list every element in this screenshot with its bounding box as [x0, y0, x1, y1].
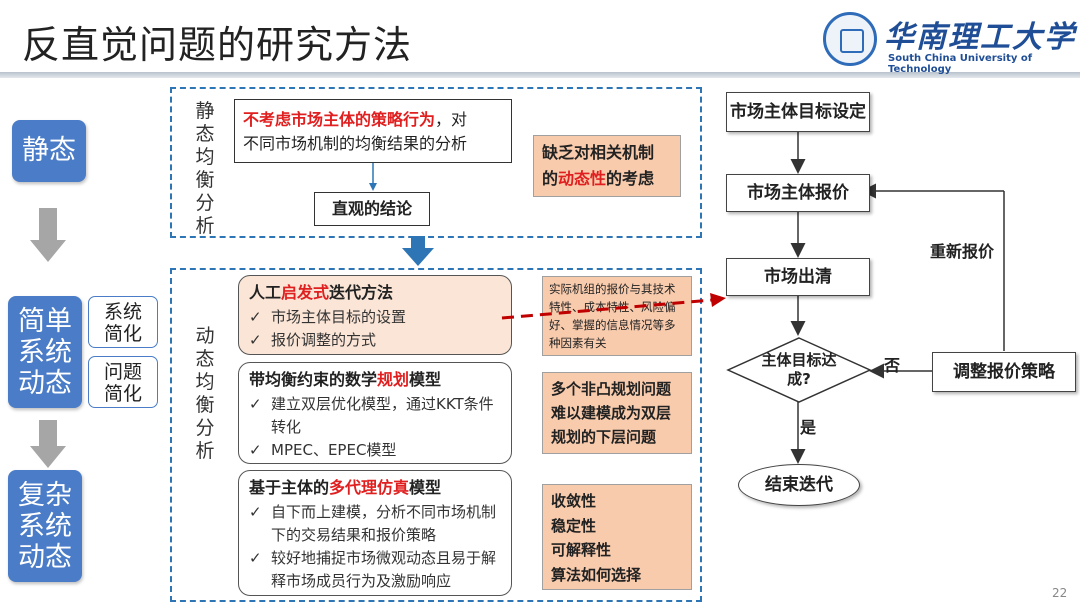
dynamics-note-box: 缺乏对相关机制 的动态性的考虑: [533, 135, 681, 197]
arrow-down-icon: [402, 236, 434, 266]
heuristic-item: ✓ 报价调整的方式: [249, 329, 501, 352]
conclusion-box: 直观的结论: [314, 192, 430, 226]
math-programming-box: 带均衡约束的数学规划模型 ✓ 建立双层优化模型，通过KKT条件转化 ✓ MPEC、E…: [238, 362, 512, 464]
complex-dynamic-text: 复杂系统动态: [18, 480, 72, 573]
dynamics-note-highlight: 动态性: [558, 169, 607, 188]
dynamics-note-a: 的: [542, 169, 559, 188]
math-title-b: 模型: [409, 370, 442, 389]
agent-item-text: 自下而上建模，分析不同市场机制下的交易结果和报价策略: [271, 503, 497, 544]
math-title-highlight: 规划: [377, 370, 410, 389]
agent-title-b: 模型: [409, 478, 442, 497]
system-simplify-box: 系统简化: [88, 296, 158, 348]
check-icon: ✓: [249, 395, 262, 413]
university-seal-icon: [823, 12, 877, 66]
math-item-text: MPEC、EPEC模型: [271, 441, 397, 459]
dynamics-note-b: 的考虑: [606, 169, 655, 188]
flow-rebid-label: 重新报价: [930, 242, 995, 261]
no-strategy-text-b: 不同市场机制的均衡结果的分析: [243, 134, 468, 153]
nonconvex-note: 多个非凸规划问题难以建模成为双层规划的下层问题: [542, 372, 692, 454]
issue-item: 算法如何选择: [551, 565, 642, 584]
heuristic-item-text: 市场主体目标的设置: [271, 308, 407, 326]
math-item: ✓ MPEC、EPEC模型: [249, 439, 501, 462]
math-item-text: 建立双层优化模型，通过KKT条件转化: [271, 395, 494, 436]
dynamic-analysis-section: [170, 268, 702, 602]
heuristic-title-highlight: 启发式: [281, 283, 330, 302]
agent-item: ✓ 自下而上建模，分析不同市场机制下的交易结果和报价策略: [249, 501, 501, 547]
algorithm-issues-note: 收敛性 稳定性 可解释性 算法如何选择: [542, 484, 692, 590]
flow-adjust-bid: 调整报价策略: [932, 352, 1076, 392]
flow-market-clearing: 市场出清: [726, 258, 870, 296]
issue-item: 稳定性: [551, 516, 597, 535]
problem-simplify-box: 问题简化: [88, 356, 158, 408]
heuristic-title: 人工启发式迭代方法: [249, 280, 501, 306]
math-programming-title: 带均衡约束的数学规划模型: [249, 367, 501, 393]
issue-item: 可解释性: [551, 541, 612, 559]
university-name-cn: 华南理工大学: [884, 20, 1076, 55]
page-number: 22: [1052, 586, 1068, 600]
check-icon: ✓: [249, 331, 262, 349]
no-strategy-text-a: ，对: [435, 110, 468, 129]
flow-decision-text: 主体目标达成?: [761, 351, 837, 388]
agent-title-highlight: 多代理仿真: [329, 478, 410, 497]
multi-agent-title: 基于主体的多代理仿真模型: [249, 475, 501, 501]
arrow-down-icon: [30, 208, 66, 262]
flow-goal-setting: 市场主体目标设定: [726, 92, 870, 132]
problem-simplify-text: 问题简化: [103, 361, 142, 405]
static-label: 静态: [12, 120, 86, 182]
flow-bidding: 市场主体报价: [726, 174, 870, 212]
simple-dynamic-text: 简单系统动态: [18, 306, 72, 399]
university-name-en: South China University of Technology: [888, 53, 1033, 75]
red-dashed-arrow: [501, 293, 726, 320]
flow-end-iteration: 结束迭代: [738, 464, 860, 506]
heuristic-method-box: 人工启发式迭代方法 ✓ 市场主体目标的设置 ✓ 报价调整的方式: [238, 275, 512, 355]
static-analysis-section: [170, 87, 702, 238]
simple-dynamic-label: 简单系统动态: [8, 296, 82, 408]
page-title: 反直觉问题的研究方法: [22, 23, 413, 67]
math-title-a: 带均衡约束的数学: [249, 370, 378, 389]
issue-item: 收敛性: [551, 492, 597, 510]
complex-dynamic-label: 复杂系统动态: [8, 470, 82, 582]
check-icon: ✓: [249, 441, 262, 459]
check-icon: ✓: [249, 549, 262, 567]
static-analysis-label: 静态均衡分析: [195, 100, 215, 237]
no-strategy-highlight: 不考虑市场主体的策略行为: [243, 110, 436, 129]
heuristic-title-a: 人工: [249, 283, 282, 302]
agent-item-text: 较好地捕捉市场微观动态且易于解释市场成员行为及激励响应: [271, 549, 497, 590]
agent-title-a: 基于主体的: [249, 478, 330, 497]
heuristic-item: ✓ 市场主体目标的设置: [249, 306, 501, 329]
check-icon: ✓: [249, 503, 262, 521]
check-icon: ✓: [249, 308, 262, 326]
dynamic-analysis-label: 动态均衡分析: [195, 325, 215, 462]
arrow-down-icon: [369, 163, 377, 191]
dynamics-note-line1: 缺乏对相关机制: [542, 143, 655, 162]
system-simplify-text: 系统简化: [103, 301, 142, 345]
flow-yes-label: 是: [800, 418, 817, 437]
flow-decision-diamond: [726, 337, 872, 403]
heuristic-item-text: 报价调整的方式: [271, 331, 377, 349]
flow-no-label: 否: [884, 356, 901, 375]
math-item: ✓ 建立双层优化模型，通过KKT条件转化: [249, 393, 501, 439]
multi-agent-box: 基于主体的多代理仿真模型 ✓ 自下而上建模，分析不同市场机制下的交易结果和报价策略…: [238, 470, 512, 596]
heuristic-title-b: 迭代方法: [329, 283, 394, 302]
flowchart-connectors: [790, 130, 1005, 464]
header-divider: [0, 72, 1080, 78]
arrow-down-icon: [30, 420, 66, 468]
agent-item: ✓ 较好地捕捉市场微观动态且易于解释市场成员行为及激励响应: [249, 547, 501, 593]
no-strategy-box: 不考虑市场主体的策略行为，对 不同市场机制的均衡结果的分析: [234, 99, 512, 163]
